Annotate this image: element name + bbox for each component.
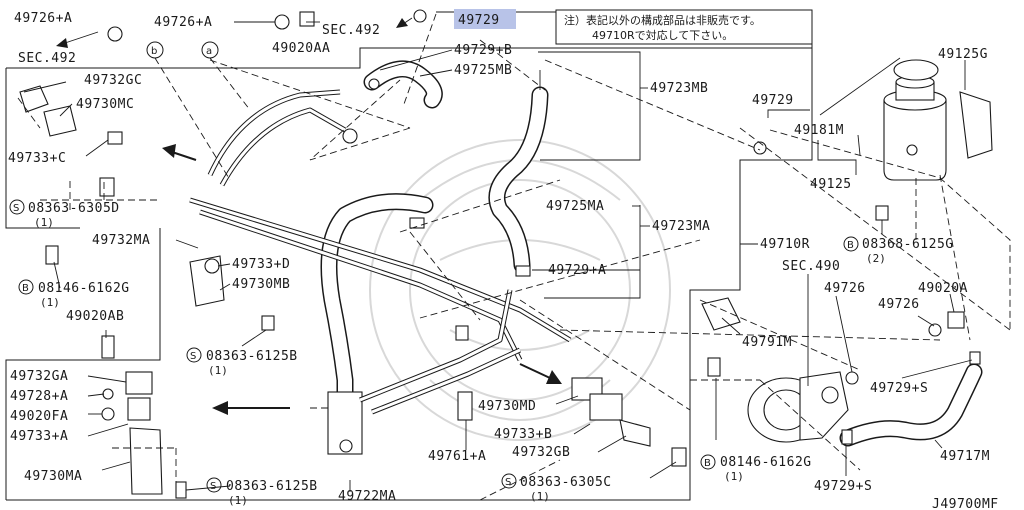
reservoir-tank — [883, 59, 993, 181]
label-49733c: 49733+C — [8, 151, 66, 166]
hose-49717m — [839, 363, 983, 447]
label-49730mb: 49730MB — [232, 277, 290, 292]
small-parts — [19, 9, 981, 499]
svg-text:S: S — [13, 203, 19, 214]
diagram-code: J49700MF — [932, 497, 999, 510]
label-49125: 49125 — [810, 177, 852, 192]
label-49791m: 49791M — [742, 335, 792, 350]
label-sec492-left: SEC.492 — [18, 51, 76, 66]
svg-text:B: B — [704, 458, 711, 469]
hose-49722ma — [320, 193, 434, 455]
label-49725mb: 49725MB — [454, 63, 512, 78]
label-08363-6125b-bot-qty: (1) — [228, 494, 248, 507]
label-49730ma: 49730MA — [24, 469, 82, 484]
label-49732gb: 49732GB — [512, 445, 570, 460]
label-49729s-bot: 49729+S — [814, 479, 872, 494]
svg-text:B: B — [22, 283, 29, 294]
label-49729s-mid: 49729+S — [870, 381, 928, 396]
label-08363-6305c: 08363-6305C — [520, 475, 612, 490]
hose-49725mb — [363, 60, 443, 109]
label-49732gc: 49732GC — [84, 73, 142, 88]
svg-text:S: S — [505, 477, 511, 488]
tube-upper-pair — [207, 89, 358, 187]
label-49733a: 49733+A — [10, 429, 68, 444]
label-49125g: 49125G — [938, 47, 988, 62]
label-08363-6305c-qty: (1) — [530, 490, 550, 503]
callouts: b a — [146, 41, 219, 59]
callout-a: a — [206, 46, 212, 57]
label-49710r: 49710R — [760, 237, 810, 252]
label-49732ma: 49732MA — [92, 233, 150, 248]
direction-arrows — [56, 17, 562, 415]
label-49722ma: 49722MA — [338, 489, 396, 504]
label-49729-highlight: 49729 — [458, 13, 500, 28]
label-08368-6125g: 08368-6125G — [862, 237, 954, 252]
tube-long-lines — [189, 197, 572, 415]
label-49732ga: 49732GA — [10, 369, 68, 384]
spec-symbols: S B S B S S B — [9, 199, 859, 493]
label-49020a: 49020A — [918, 281, 968, 296]
note-line-2: 49710Rで対応して下さい。 — [592, 28, 733, 42]
note-box — [555, 9, 813, 45]
label-49726a-left: 49726+A — [14, 11, 72, 26]
label-49020fa: 49020FA — [10, 409, 68, 424]
label-49020aa: 49020AA — [272, 41, 330, 56]
label-08146-6162g-right: 08146-6162G — [720, 455, 812, 470]
label-49717m: 49717M — [940, 449, 990, 464]
label-49728a: 49728+A — [10, 389, 68, 404]
highlight-box — [454, 9, 516, 29]
label-49725ma: 49725MA — [546, 199, 604, 214]
label-08363-6305d-qty: (1) — [34, 216, 54, 229]
label-08363-6125b-bot: 08363-6125B — [226, 479, 318, 494]
callout-b: b — [151, 46, 157, 57]
label-49729-right: 49729 — [752, 93, 794, 108]
label-49729b: 49729+B — [454, 43, 512, 58]
label-sec492-mid: SEC.492 — [322, 23, 380, 38]
label-49726-r2: 49726 — [878, 297, 920, 312]
label-08146-6162g-right-qty: (1) — [724, 470, 744, 483]
label-sec490: SEC.490 — [782, 259, 840, 274]
label-49730md: 49730MD — [478, 399, 536, 414]
dashed-leaders — [17, 13, 1011, 501]
label-49730mc: 49730MC — [76, 97, 134, 112]
label-08146-6162g-left: 08146-6162G — [38, 281, 130, 296]
part-labels: 49726+A SEC.492 49726+A 49020AA SEC.492 … — [8, 11, 999, 510]
svg-text:B: B — [847, 240, 854, 251]
label-49729a: 49729+A — [548, 263, 606, 278]
label-08363-6125b-mid-qty: (1) — [208, 364, 228, 377]
power-steering-pump — [747, 371, 849, 443]
label-49761a: 49761+A — [428, 449, 486, 464]
leader-lines — [23, 21, 973, 492]
label-49733b: 49733+B — [494, 427, 552, 442]
svg-text:S: S — [210, 481, 216, 492]
label-08363-6125b-mid: 08363-6125B — [206, 349, 298, 364]
label-49723ma: 49723MA — [652, 219, 710, 234]
label-49020ab: 49020AB — [66, 309, 124, 324]
label-49733d: 49733+D — [232, 257, 290, 272]
label-49726-r1: 49726 — [824, 281, 866, 296]
svg-text:S: S — [190, 351, 196, 362]
label-49723mb: 49723MB — [650, 81, 708, 96]
label-08363-6305d: 08363-6305D — [28, 201, 120, 216]
label-49181m: 49181M — [794, 123, 844, 138]
hose-49725ma — [488, 86, 549, 274]
label-08146-6162g-left-qty: (1) — [40, 296, 60, 309]
note-line-1: 注）表記以外の構成部品は非販売です。 — [564, 13, 761, 27]
label-49726a-mid: 49726+A — [154, 15, 212, 30]
label-08368-6125g-qty: (2) — [866, 252, 886, 265]
